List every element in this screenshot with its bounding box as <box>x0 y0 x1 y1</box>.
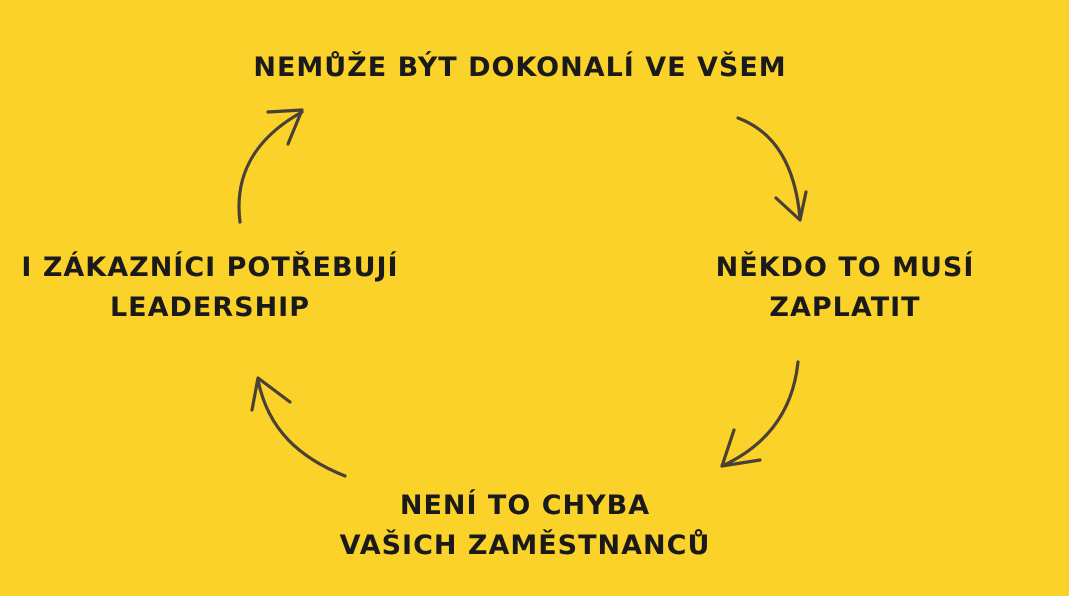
arrow-bottom-to-left-head <box>250 376 292 412</box>
arrow-right-to-bottom <box>720 360 800 468</box>
cycle-node-right-line1: Někdo to musí <box>715 252 975 283</box>
arrow-top-to-right-head <box>774 190 808 222</box>
arrow-top-to-right-shaft <box>736 116 802 220</box>
arrow-left-to-top-shaft <box>237 110 304 224</box>
cycle-node-right: Někdo to musí zaplatit <box>690 248 1000 328</box>
arrow-top-to-right <box>736 116 808 222</box>
arrow-bottom-to-left <box>250 376 347 478</box>
arrow-left-to-top-head <box>266 108 304 146</box>
arrow-right-to-bottom-shaft <box>720 360 800 468</box>
cycle-node-right-line2: zaplatit <box>769 292 921 323</box>
cycle-node-bottom-line2: vašich zaměstnanců <box>339 530 711 561</box>
arrow-bottom-to-left-shaft <box>256 378 347 478</box>
cycle-node-bottom: Není to chyba vašich zaměstnanců <box>300 486 750 566</box>
cycle-node-left: I zákazníci potřebují leadership <box>10 248 410 328</box>
cycle-node-top-line1: Nemůže být dokonalí ve všem <box>253 52 787 83</box>
cycle-node-bottom-line1: Není to chyba <box>399 490 651 521</box>
cycle-node-left-line2: leadership <box>109 292 311 323</box>
arrow-right-to-bottom-head <box>720 428 762 468</box>
arrow-left-to-top <box>237 108 304 224</box>
cycle-node-top: Nemůže být dokonalí ve všem <box>190 48 850 88</box>
cycle-node-left-line1: I zákazníci potřebují <box>21 252 399 283</box>
